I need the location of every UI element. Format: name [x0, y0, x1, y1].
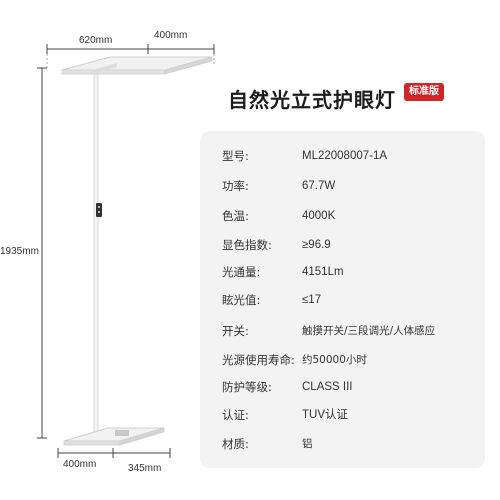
- spec-value: 4000K: [302, 210, 336, 222]
- spec-value: TUV认证: [302, 409, 348, 421]
- spec-value: 触摸开关/三段调光/人体感应: [302, 325, 436, 337]
- spec-value: 67.7W: [302, 180, 336, 192]
- top-dimension-line: [46, 44, 215, 68]
- top-left-dimension-label: 620mm: [79, 35, 113, 46]
- spec-value: 4151Lm: [302, 266, 344, 278]
- spec-key: 开关:: [222, 324, 249, 338]
- spec-value: ≥96.9: [302, 239, 331, 251]
- top-right-dimension-label: 400mm: [154, 30, 188, 41]
- bottom-right-dimension-label: 345mm: [128, 463, 162, 474]
- spec-value: 铝: [302, 438, 313, 450]
- height-dimension-label: 1935mm: [0, 246, 39, 257]
- spec-key: 色温:: [222, 209, 249, 223]
- spec-key: 光通量:: [222, 265, 261, 279]
- spec-value: ≤17: [302, 294, 322, 306]
- spec-key: 型号:: [222, 149, 249, 163]
- spec-key: 眩光值:: [222, 293, 261, 307]
- spec-key: 材质:: [222, 437, 249, 451]
- spec-key: 显色指数:: [222, 238, 272, 252]
- lamp-base: [63, 427, 165, 446]
- spec-card: [200, 131, 485, 468]
- bottom-dimension-line: [57, 448, 171, 458]
- spec-key: 功率:: [222, 179, 249, 193]
- spec-value: 约50000小时: [302, 354, 367, 366]
- spec-key: 认证:: [222, 408, 249, 422]
- bottom-left-dimension-label: 400mm: [63, 459, 97, 470]
- height-dimension-line: [37, 67, 47, 439]
- lamp-head: [61, 56, 213, 75]
- spec-value: ML22008007-1A: [302, 150, 388, 162]
- edition-badge: 标准版: [404, 83, 444, 101]
- lamp-pole: [93, 73, 102, 437]
- spec-key: 光源使用寿命:: [222, 353, 295, 367]
- spec-key: 防护等级:: [222, 380, 272, 394]
- spec-value: CLASS III: [302, 381, 353, 393]
- product-title: 自然光立式护眼灯: [228, 88, 396, 112]
